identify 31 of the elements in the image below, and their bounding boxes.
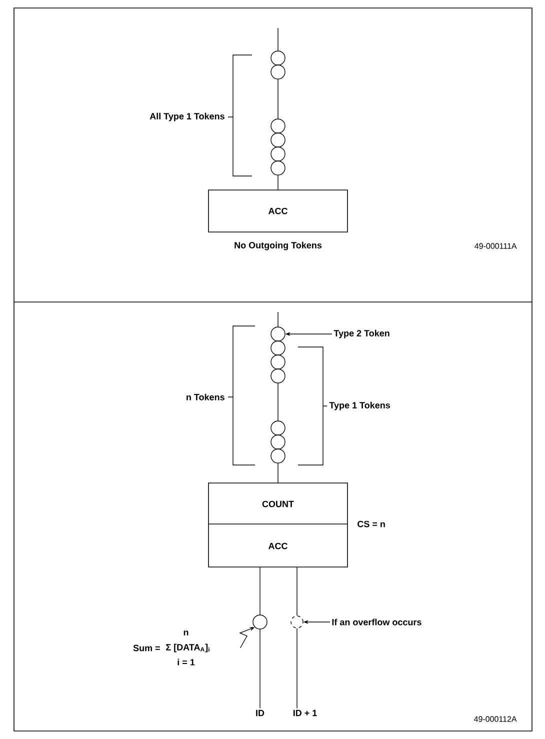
box-caption: No Outgoing Tokens	[234, 242, 322, 250]
token-circle	[270, 354, 286, 370]
token-circle	[270, 434, 286, 450]
figure-number: 49-000111A	[474, 243, 517, 249]
bracket-label: Type 1 Tokens	[329, 402, 390, 410]
box-caption: CS = n	[358, 520, 385, 528]
token-circle	[252, 614, 268, 630]
bracket-label: n Tokens	[186, 394, 224, 400]
callout-text: If an overflow occurs	[332, 618, 422, 626]
bracket-label: All Type 1 Tokens	[150, 112, 224, 122]
token-circle	[270, 50, 286, 66]
token-circle	[270, 160, 286, 176]
token-circle	[270, 132, 286, 148]
token-circle	[290, 616, 304, 628]
token-circle	[270, 420, 286, 436]
register-box: COUNT ACC	[208, 482, 348, 568]
callout-text: ID + 1	[293, 710, 317, 716]
token-line	[296, 567, 298, 616]
figure-number: 49-000112A	[474, 716, 517, 722]
token-circle	[270, 326, 286, 342]
register-box: ACC	[208, 190, 348, 232]
callout-text: ID	[256, 710, 264, 716]
token-circle	[270, 64, 286, 80]
token-circle	[270, 146, 286, 162]
token-circle	[270, 340, 286, 356]
token-circle	[270, 368, 286, 384]
token-circle	[270, 448, 286, 464]
sum-formula: Sum = n Σ [DATA$_{A}$]$_{i}$ i = 1	[133, 630, 210, 666]
callout-text: Type 2 Token	[334, 330, 390, 338]
token-line	[296, 628, 298, 709]
token-circle	[270, 118, 286, 134]
